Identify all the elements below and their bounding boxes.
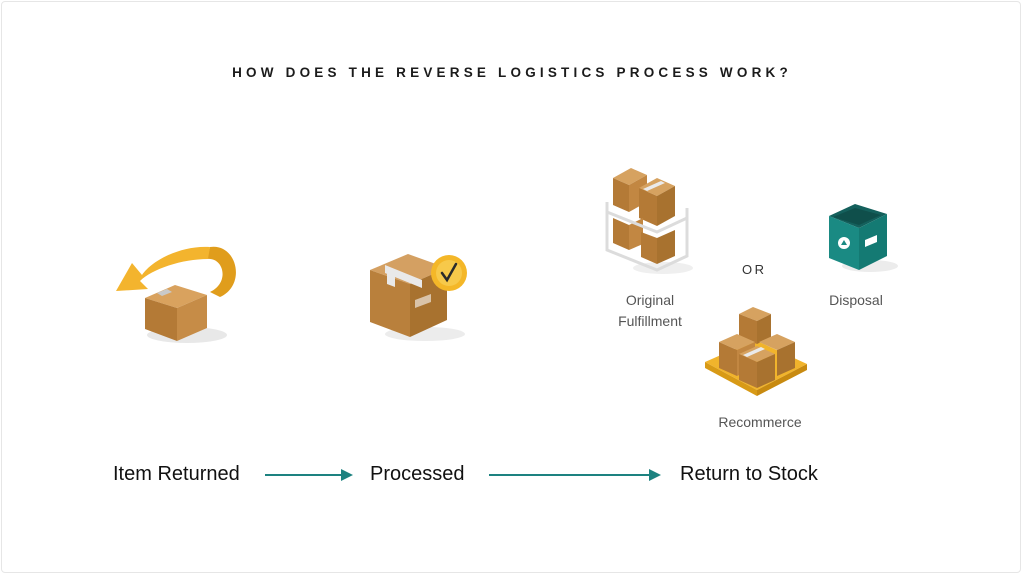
original-label-line1: Original <box>625 292 675 308</box>
or-separator: OR <box>742 262 767 277</box>
shelf-boxes-icon <box>605 168 693 274</box>
original-fulfillment-label: Original Fulfillment <box>598 290 702 332</box>
recommerce-label: Recommerce <box>718 414 802 430</box>
step-item-returned: Item Returned <box>113 463 240 485</box>
returned-box-icon <box>116 246 236 343</box>
flow-arrow-1 <box>265 469 353 481</box>
disposal-label: Disposal <box>829 292 883 308</box>
flow-arrow-2 <box>489 469 661 481</box>
pallet-boxes-icon <box>705 307 807 396</box>
original-label-line2: Fulfillment <box>618 313 682 329</box>
processed-box-check-icon <box>370 254 467 341</box>
diagram-title: HOW DOES THE REVERSE LOGISTICS PROCESS W… <box>232 65 792 80</box>
step-processed: Processed <box>370 463 465 485</box>
recycle-bin-icon <box>829 204 898 272</box>
step-return-to-stock: Return to Stock <box>680 463 818 485</box>
